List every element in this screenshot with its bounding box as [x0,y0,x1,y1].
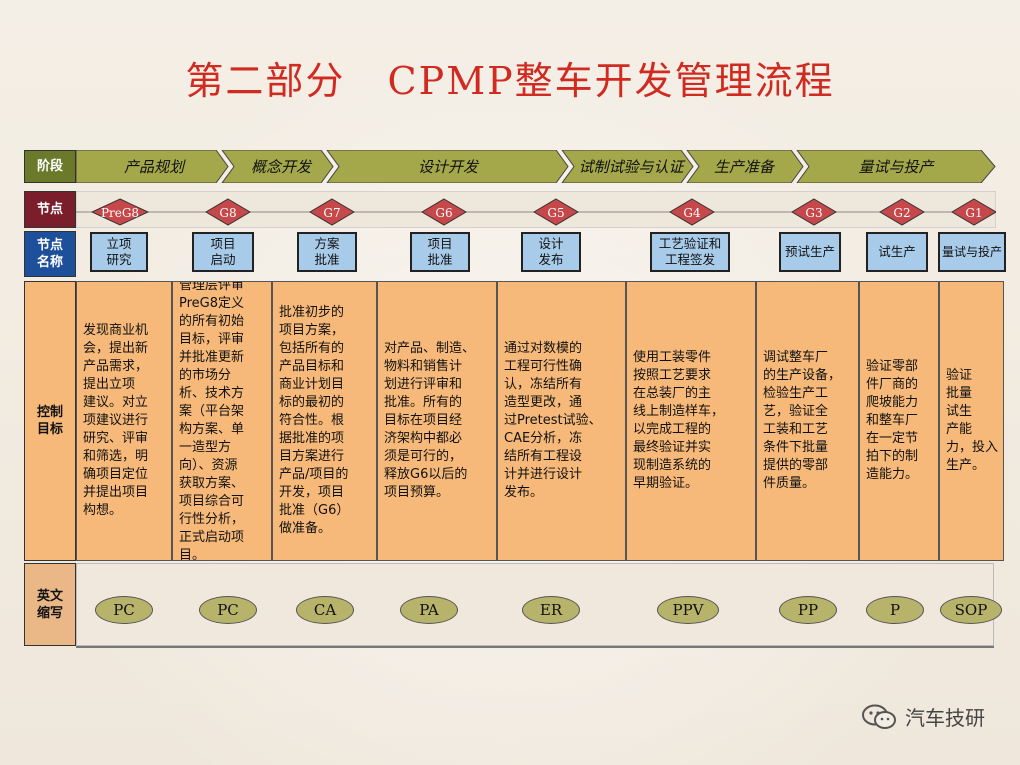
goal-text-9: 验证 批量 试生 产能 力，投入 生产。 [946,368,999,473]
gate-label-preg8: PreG8 [101,206,139,220]
goal-text-1: 发现商业机 会，提出新 产品需求， 提出立项 建议。对立 项建议进行 研究、评审… [83,323,149,518]
stage-arrow-4 [561,150,694,183]
gate-diamond-g5: G5 [533,198,579,226]
node-name-8: 试生产 [866,232,928,272]
stage-label-1: 产品规划 [124,158,186,176]
gate-label-g4: G4 [683,206,701,220]
abbr-oval-7: PP [779,596,837,624]
gate-diamond-g3: G3 [791,198,837,226]
abbr-oval-8: P [866,596,924,624]
stage-label-4: 试制试验与认证 [578,158,685,176]
goal-cell-4: 对产品、制造、 物料和销售计 划进行评审和 批准。所有的 目标在项目经 济架构中… [377,281,497,561]
stage-arrow-1 [76,150,229,183]
stage-label-2: 概念开发 [251,158,313,176]
node-name-5: 设计 发布 [521,232,581,272]
goal-cell-1: 发现商业机 会，提出新 产品需求， 提出立项 建议。对立 项建议进行 研究、评审… [76,281,172,561]
row-label-goal: 控制 目标 [24,281,76,561]
abbr-oval-9: SOP [940,596,1002,624]
gate-diamond-g6: G6 [421,198,467,226]
row-label-abbr: 英文 缩写 [24,563,76,646]
stage-label-6: 量试与投产 [858,158,935,176]
gate-label-g1: G1 [965,206,982,220]
node-name-1: 立项 研究 [90,232,148,272]
stage-arrow-6 [796,150,996,183]
gate-row: PreG8 G8 G7 G6 G5 G4 G3 G2 G1 [76,191,996,228]
row-label-node-name: 节点 名称 [24,231,76,277]
abbr-oval-4: PA [400,596,458,624]
page-title: 第二部分 CPMP整车开发管理流程 [185,59,835,103]
node-name-6: 工艺验证和 工程签发 [650,232,730,272]
wechat-icon [862,704,896,729]
watermark-text: 汽车技研 [905,706,985,730]
bottom-rule [76,646,994,648]
goal-cell-3: 批准初步的 项目方案， 包括所有的 产品目标和 商业计划目 标的最初的 符合性。… [272,281,377,561]
gate-label-g5: G5 [547,206,564,220]
goal-cell-5: 通过对数模的 工程可行性确 认，冻结所有 造型更改，通 过Pretest试验、 … [497,281,626,561]
abbr-oval-3: CA [296,596,354,624]
goal-cell-7: 调试整车厂 的生产设备， 检验生产工 艺，验证全 工装和工艺 条件下批量 提供的… [756,281,859,561]
gate-label-g3: G3 [805,206,822,220]
goal-text-7: 调试整车厂 的生产设备， 检验生产工 艺，验证全 工装和工艺 条件下批量 提供的… [763,350,842,491]
gate-diamond-g8: G8 [205,198,251,226]
stage-label-5: 生产准备 [714,158,776,176]
row-label-goal-text: 控制 目标 [36,405,63,437]
gate-diamond-g4: G4 [669,198,715,226]
node-name-2: 项目 启动 [192,232,254,272]
gate-label-g8: G8 [219,206,236,220]
gate-label-g7: G7 [323,206,340,220]
node-name-9: 量试与投产 [938,232,1006,272]
gate-diamond-preg8: PreG8 [90,198,150,226]
goal-text-3: 批准初步的 项目方案， 包括所有的 产品目标和 商业计划目 标的最初的 符合性。… [279,305,350,536]
goal-cell-2: 管理层评审 PreG8定义 的所有初始 目标，评审 并批准更新 的市场分 析、技… [172,281,272,561]
row-label-node-name-text: 节点 名称 [36,238,63,270]
row-label-stage: 阶段 [24,150,76,183]
watermark: 汽车技研 [861,702,985,731]
goal-text-5: 通过对数模的 工程可行性确 认，冻结所有 造型更改，通 过Pretest试验、 … [504,341,602,500]
stage-arrow-2 [221,150,334,183]
gate-diamond-g1: G1 [951,198,996,226]
abbr-oval-6: PPV [657,596,719,624]
abbr-oval-1: PC [95,596,153,624]
goal-cell-9: 验证 批量 试生 产能 力，投入 生产。 [939,281,1004,561]
gate-diamond-g2: G2 [879,198,925,226]
stage-arrow-5 [686,150,804,183]
goal-text-2: 管理层评审 PreG8定义 的所有初始 目标，评审 并批准更新 的市场分 析、技… [179,281,245,561]
stage-arrow-3 [326,150,569,183]
goal-text-6: 使用工装零件 按照工艺要求 在总装厂的主 线上制造样车， 以完成工程的 最终验证… [633,350,725,491]
gate-diamond-g7: G7 [309,198,355,226]
goal-cell-6: 使用工装零件 按照工艺要求 在总装厂的主 线上制造样车， 以完成工程的 最终验证… [626,281,756,561]
goal-text-4: 对产品、制造、 物料和销售计 划进行评审和 批准。所有的 目标在项目经 济架构中… [384,341,476,500]
node-name-7: 预试生产 [779,232,841,272]
row-label-abbr-text: 英文 缩写 [36,588,63,621]
goal-cell-8: 验证零部 件厂商的 爬坡能力 和整车厂 在一定节 拍下的制 造能力。 [859,281,939,561]
node-name-3: 方案 批准 [297,232,357,272]
goal-text-8: 验证零部 件厂商的 爬坡能力 和整车厂 在一定节 拍下的制 造能力。 [866,359,919,482]
stage-arrow-band: 产品规划 概念开发 设计开发 试制试验与认证 生产准备 量试与投产 [76,150,996,183]
gate-label-g6: G6 [435,206,452,220]
stage-label-3: 设计开发 [418,158,480,176]
abbr-oval-2: PC [199,596,257,624]
node-name-4: 项目 批准 [410,232,470,272]
abbr-oval-5: ER [522,596,580,624]
row-label-node: 节点 [24,191,76,228]
gate-label-g2: G2 [893,206,910,220]
